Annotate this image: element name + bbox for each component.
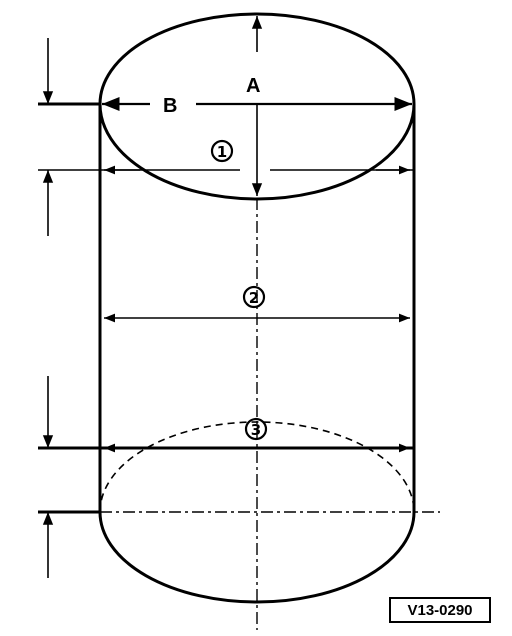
extension-lines	[38, 102, 414, 514]
callout-2: 2	[242, 285, 266, 309]
reference-code: V13-0290	[407, 601, 473, 619]
callout-1: 1	[210, 139, 234, 163]
top-cap	[98, 12, 416, 105]
label-a: A	[246, 75, 260, 97]
callout-2-number: 2	[249, 289, 259, 307]
callout-3: 3	[244, 417, 268, 441]
callout-3-number: 3	[251, 421, 261, 439]
bottom-cap	[98, 511, 416, 604]
tank-outline	[98, 12, 416, 604]
reference-code-box: V13-0290	[389, 597, 491, 623]
label-b: B	[163, 95, 177, 117]
callout-1-number: 1	[217, 143, 227, 161]
